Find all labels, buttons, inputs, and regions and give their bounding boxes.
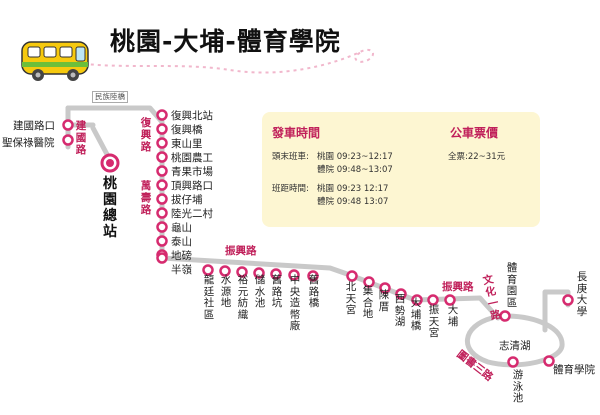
stop-label: 水源地 bbox=[220, 274, 232, 309]
stop-label: 龍廷社區 bbox=[203, 274, 215, 321]
stop-label: 陸光二村 bbox=[171, 208, 213, 220]
stop-marker bbox=[156, 207, 168, 219]
stop-label: 建國路口 bbox=[13, 120, 55, 132]
stop-marker bbox=[363, 276, 375, 288]
stop-marker bbox=[156, 165, 168, 177]
stop-marker bbox=[156, 235, 168, 247]
stop-label: 裕元紡織 bbox=[237, 274, 249, 321]
stop-marker bbox=[156, 221, 168, 233]
stop-marker bbox=[156, 252, 168, 264]
stop-label: 游泳池 bbox=[512, 369, 524, 404]
stop-label: 舊路坑 bbox=[271, 274, 283, 309]
stop-marker bbox=[346, 270, 358, 282]
stop-label: 長庚大學 bbox=[576, 271, 588, 318]
stop-marker bbox=[253, 267, 265, 279]
stop-label: 大埔橋 bbox=[410, 297, 422, 332]
stop-label: 復興北站 bbox=[171, 110, 213, 122]
stop-marker bbox=[543, 355, 555, 367]
stop-marker bbox=[270, 268, 282, 280]
stop-label: 聖保祿醫院 bbox=[2, 137, 55, 149]
stop-label: 陳厝 bbox=[378, 289, 390, 313]
road-wanshou: 萬壽路 bbox=[140, 180, 152, 216]
stop-marker bbox=[156, 193, 168, 205]
stop-marker bbox=[219, 265, 231, 277]
stop-label: 北天宮 bbox=[345, 281, 357, 316]
road-jianguo: 建國路 bbox=[75, 120, 87, 156]
stop-marker bbox=[507, 356, 519, 368]
schedule-title: 發車時間 bbox=[272, 126, 321, 140]
stop-marker bbox=[499, 310, 511, 322]
stop-marker bbox=[395, 288, 407, 300]
stop-marker bbox=[156, 123, 168, 135]
stop-label: 復興橋 bbox=[171, 124, 203, 136]
interval-label: 班距時間: bbox=[272, 184, 309, 194]
stop-marker bbox=[411, 294, 423, 306]
stop-marker bbox=[288, 269, 300, 281]
road-zhenxing-2: 振興路 bbox=[442, 281, 474, 293]
stop-label: 儲水池 bbox=[254, 274, 266, 309]
stop-label: 頂興路口 bbox=[171, 180, 213, 192]
stop-marker bbox=[156, 109, 168, 121]
road-zhenxing-1: 振興路 bbox=[225, 245, 257, 257]
stop-marker bbox=[307, 270, 319, 282]
road-fuxing: 復興路 bbox=[140, 117, 152, 153]
stop-label: 大埔 bbox=[447, 304, 459, 328]
stop-label: 龜山 bbox=[171, 222, 192, 234]
stop-label: 西勢湖 bbox=[394, 293, 406, 328]
stop-label: 中央造幣廠 bbox=[289, 274, 301, 332]
fare-value: 全票:22~31元 bbox=[448, 152, 506, 162]
stop-label: 半嶺 bbox=[171, 264, 192, 276]
stop-marker bbox=[156, 151, 168, 163]
bus-icon bbox=[21, 41, 89, 81]
stop-marker bbox=[236, 266, 248, 278]
interval-taoyuan: 桃園 09:23 12:17 bbox=[317, 184, 389, 194]
stop-label: 體育園區 bbox=[506, 262, 518, 309]
stop-marker bbox=[444, 294, 456, 306]
stop-marker bbox=[62, 134, 74, 146]
stop-label: 泰山 bbox=[171, 236, 192, 248]
stop-marker bbox=[156, 179, 168, 191]
first-last-tiyuan: 體院 09:48~13:07 bbox=[317, 165, 393, 175]
stop-label: 青果市場 bbox=[171, 166, 213, 178]
stop-marker bbox=[562, 294, 574, 306]
fare-title: 公車票價 bbox=[450, 126, 499, 140]
stop-markers bbox=[62, 109, 574, 368]
stop-marker bbox=[62, 119, 74, 131]
stop-label: 東山里 bbox=[171, 138, 203, 150]
stop-marker bbox=[379, 282, 391, 294]
stop-marker bbox=[202, 264, 214, 276]
stop-label: 舊路橋 bbox=[308, 274, 320, 309]
stop-label: 體育學院 bbox=[553, 364, 595, 376]
road-minzu-bridge: 民族陸橋 bbox=[92, 91, 128, 103]
stop-label: 振天宮 bbox=[428, 304, 440, 339]
stop-label: 集合地 bbox=[362, 285, 374, 320]
terminal-marker bbox=[100, 153, 120, 173]
schedule-fare-panel: 發車時間 公車票價 頭末班車: 桃園 09:23~12:17 體院 09:48~… bbox=[262, 112, 540, 227]
lake-label: 志清湖 bbox=[499, 340, 531, 352]
first-last-taoyuan: 桃園 09:23~12:17 bbox=[317, 152, 393, 162]
stop-marker bbox=[427, 294, 439, 306]
first-last-label: 頭末班車: bbox=[272, 152, 309, 162]
interval-tiyuan: 體院 09:48 13:07 bbox=[317, 197, 389, 207]
stop-marker bbox=[156, 137, 168, 149]
stop-label: 桃園農工 bbox=[171, 152, 213, 164]
terminal-label: 桃園總站 bbox=[103, 176, 117, 240]
decorative-dotted-trail bbox=[69, 48, 375, 74]
stop-label: 拔仔埔 bbox=[171, 194, 203, 206]
stop-label: 地磅 bbox=[171, 250, 192, 262]
page-title: 桃園-大埔-體育學院 bbox=[110, 27, 341, 56]
